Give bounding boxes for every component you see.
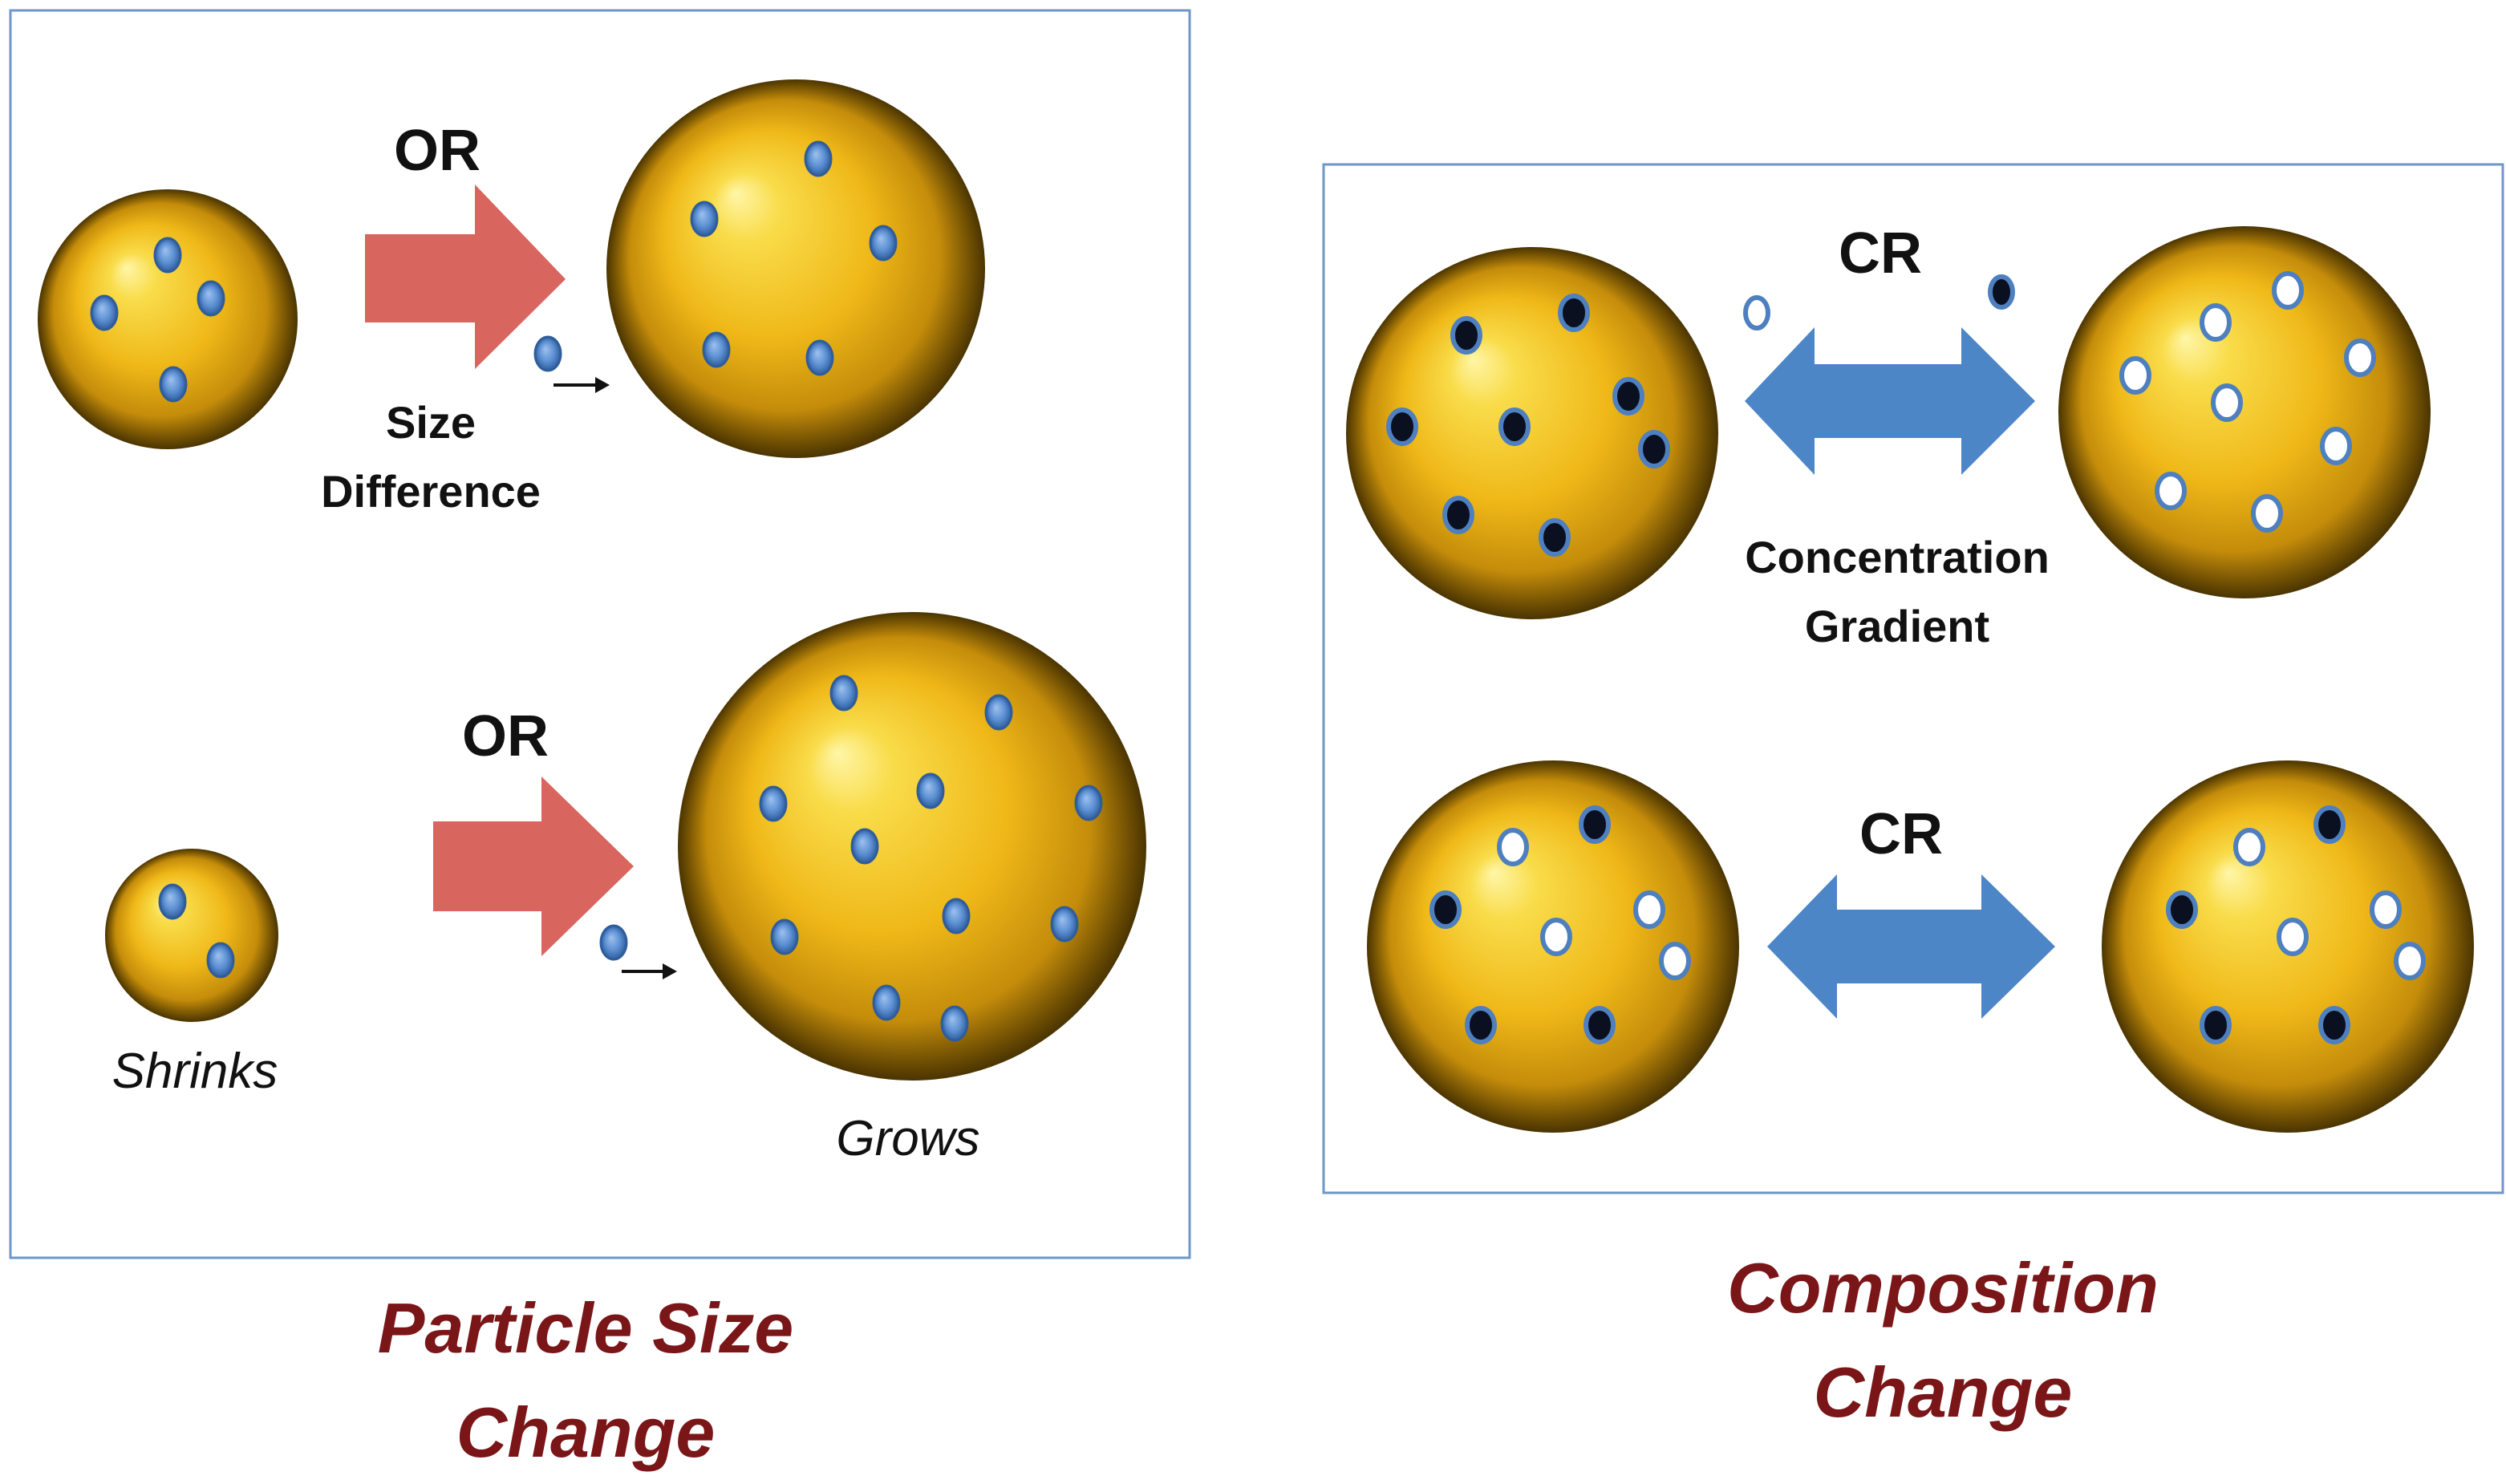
top-large-sphere [606,79,985,458]
composition-top-right-sphere [2058,226,2431,598]
blue-dots [759,675,1103,1042]
mixed-dots [1429,805,1691,1044]
blue-dots [690,140,898,376]
bottom-small-sphere [105,849,278,1022]
particle-size-caption-line1: Particle Size [378,1288,794,1368]
particle-size-caption-line2: Change [456,1393,716,1472]
migrating-atom-top [533,335,610,393]
migrating-atom-bottom [599,924,677,979]
composition-panel: CR Concentration Gradient [1322,163,2504,1194]
top-cr-double-arrow [1745,327,2035,475]
bottom-or-label: OR [462,704,549,768]
composition-caption-line1: Composition [1727,1248,2159,1328]
top-small-sphere [38,189,298,449]
composition-top-left-sphere [1346,247,1718,619]
shrinks-label: Shrinks [112,1044,278,1099]
bottom-large-sphere [678,612,1146,1081]
bottom-cr-double-arrow [1767,874,2055,1019]
blue-dots [90,237,225,403]
composition-caption-line2: Change [1814,1352,2073,1432]
dark-dots [1386,294,1670,557]
grows-label: Grows [836,1111,979,1166]
migrating-dark-atom [1988,274,2015,310]
top-cr-label: CR [1839,221,1922,286]
top-or-arrow [365,184,566,369]
blue-dots [158,883,235,979]
size-difference-label-line1: Size [386,397,476,448]
migrating-white-atom [1743,295,1770,330]
bottom-or-arrow [433,776,634,956]
particle-size-panel: OR Size Difference Shrin [9,9,1191,1259]
composition-bottom-left-sphere [1367,760,1739,1133]
top-or-label: OR [394,119,481,183]
mixed-dots [2166,805,2426,1044]
bottom-cr-label: CR [1859,802,1943,866]
concentration-gradient-label-line2: Gradient [1805,601,1989,651]
white-dots [2119,271,2376,533]
concentration-gradient-label-line1: Concentration [1745,532,2050,582]
composition-bottom-right-sphere [2102,760,2474,1133]
size-difference-label-line2: Difference [321,466,541,517]
